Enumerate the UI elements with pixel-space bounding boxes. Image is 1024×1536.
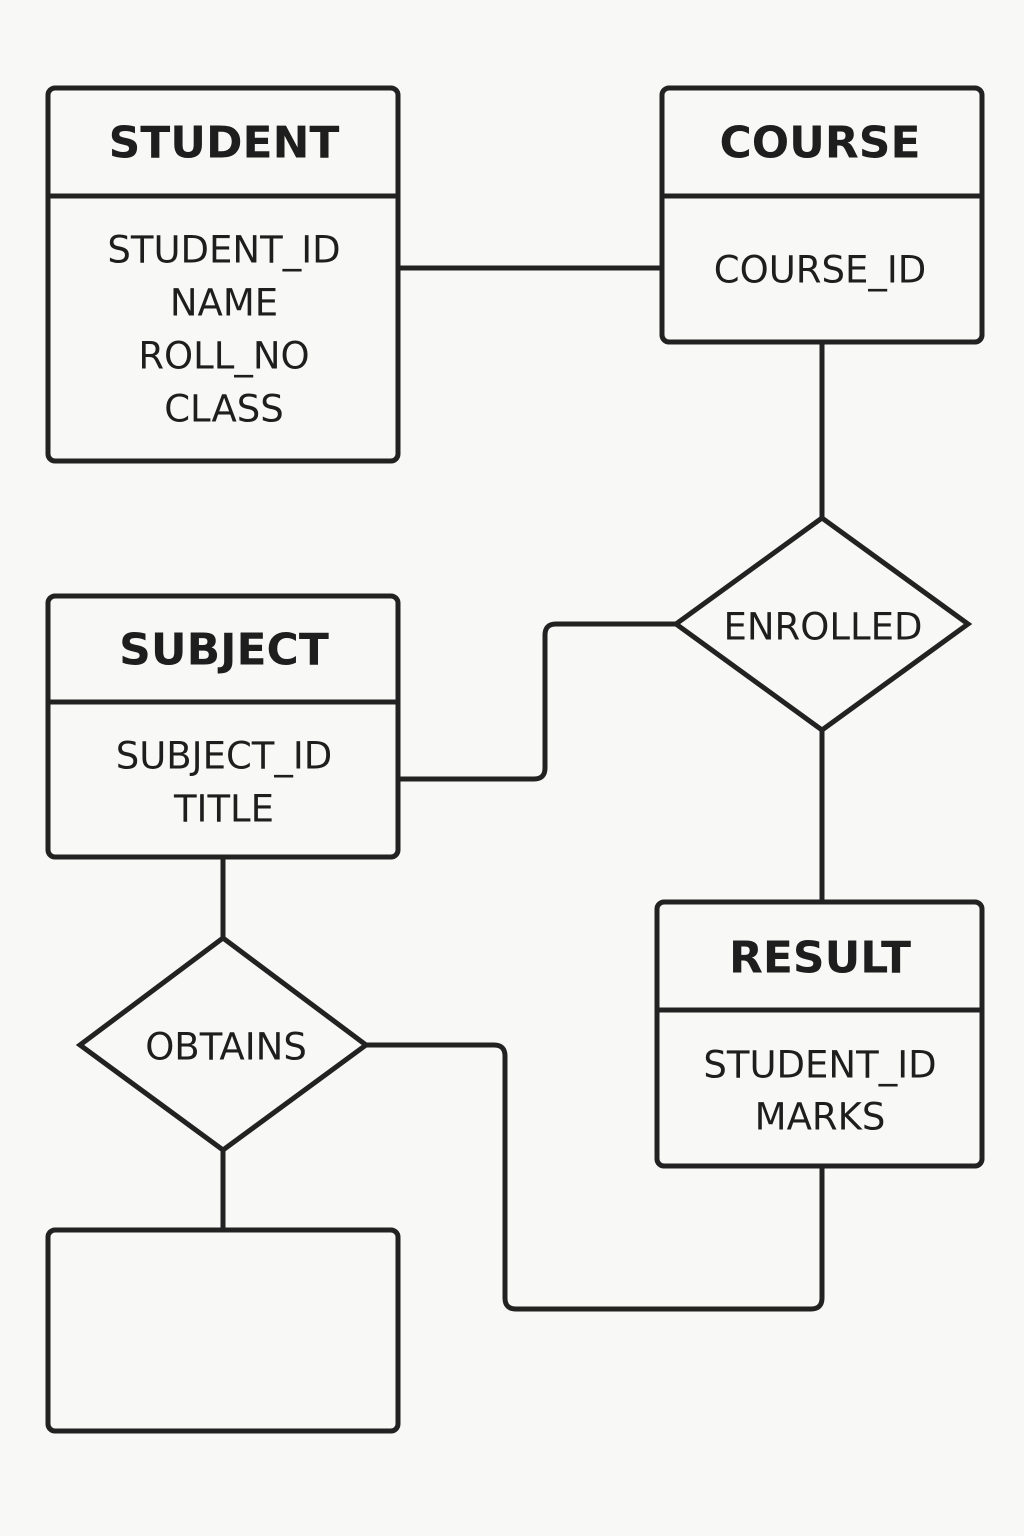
entity-course-title: COURSE — [719, 118, 920, 169]
entity-unlabeled-box — [45, 1227, 401, 1434]
relationship-obtains-label: OBTAINS — [145, 1026, 307, 1069]
relationship-obtains: OBTAINS — [75, 934, 371, 1154]
relationship-obtains-diamond — [75, 934, 371, 1154]
connectors — [220, 265, 825, 1312]
entity-result-box — [654, 899, 985, 1169]
relationship-enrolled-label: ENROLLED — [724, 606, 923, 649]
entity-unlabeled — [45, 1227, 401, 1434]
entity-student-attribute: ROLL_NO — [138, 335, 309, 378]
entity-student-box — [45, 85, 401, 464]
entity-student-attribute: STUDENT_ID — [107, 229, 340, 272]
entity-student: STUDENT STUDENT_ID NAME ROLL_NO CLASS — [45, 85, 401, 464]
entity-student-attribute: NAME — [170, 282, 278, 325]
relationship-enrolled: ENROLLED — [671, 514, 973, 734]
entity-subject-title: SUBJECT — [119, 625, 329, 676]
relationship-enrolled-diamond — [671, 514, 973, 734]
entity-result: RESULT STUDENT_ID MARKS — [654, 899, 985, 1169]
entity-subject-box — [45, 593, 401, 860]
connector-obtains-result — [363, 1042, 825, 1312]
entity-student-title: STUDENT — [109, 118, 340, 169]
entity-course-attribute: COURSE_ID — [714, 249, 927, 292]
entity-result-title: RESULT — [729, 933, 911, 984]
connector-enrolled-subject — [395, 621, 679, 782]
entity-subject-attribute: TITLE — [173, 788, 274, 831]
entity-subject-attribute: SUBJECT_ID — [116, 735, 333, 778]
entity-result-attribute: STUDENT_ID — [703, 1044, 936, 1087]
entity-student-attribute: CLASS — [164, 388, 284, 431]
entity-course-box — [659, 85, 985, 345]
entity-subject: SUBJECT SUBJECT_ID TITLE — [45, 593, 401, 860]
entity-result-attribute: MARKS — [755, 1096, 886, 1139]
entity-course: COURSE COURSE_ID — [659, 85, 985, 345]
